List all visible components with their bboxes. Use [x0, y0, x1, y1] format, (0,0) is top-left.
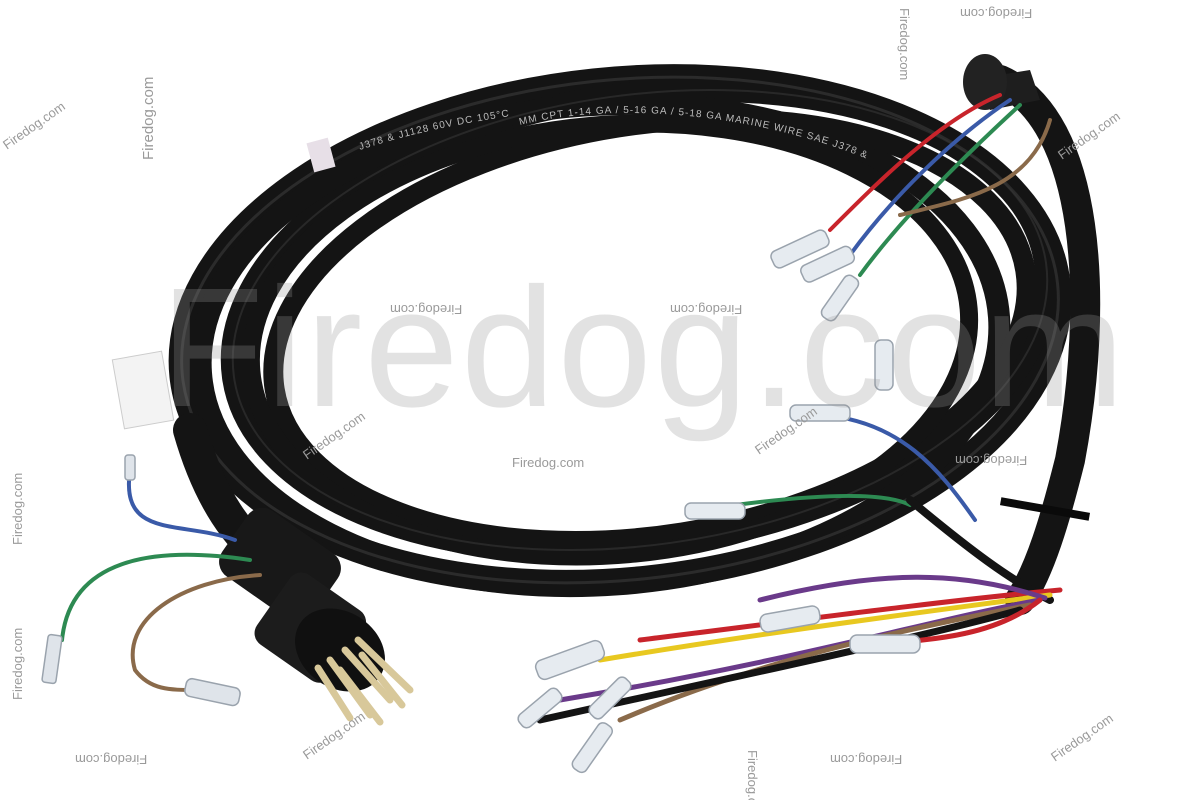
upper-right-terminals: [770, 229, 894, 391]
right-cable-run: [985, 65, 1101, 615]
lower-terminals: [517, 605, 921, 774]
cable-coil: [168, 64, 1072, 598]
left-terminals: [41, 454, 241, 707]
plug-connector: [173, 413, 414, 726]
left-loose-wires: [60, 468, 262, 692]
upper-right-wires: [828, 93, 1052, 277]
